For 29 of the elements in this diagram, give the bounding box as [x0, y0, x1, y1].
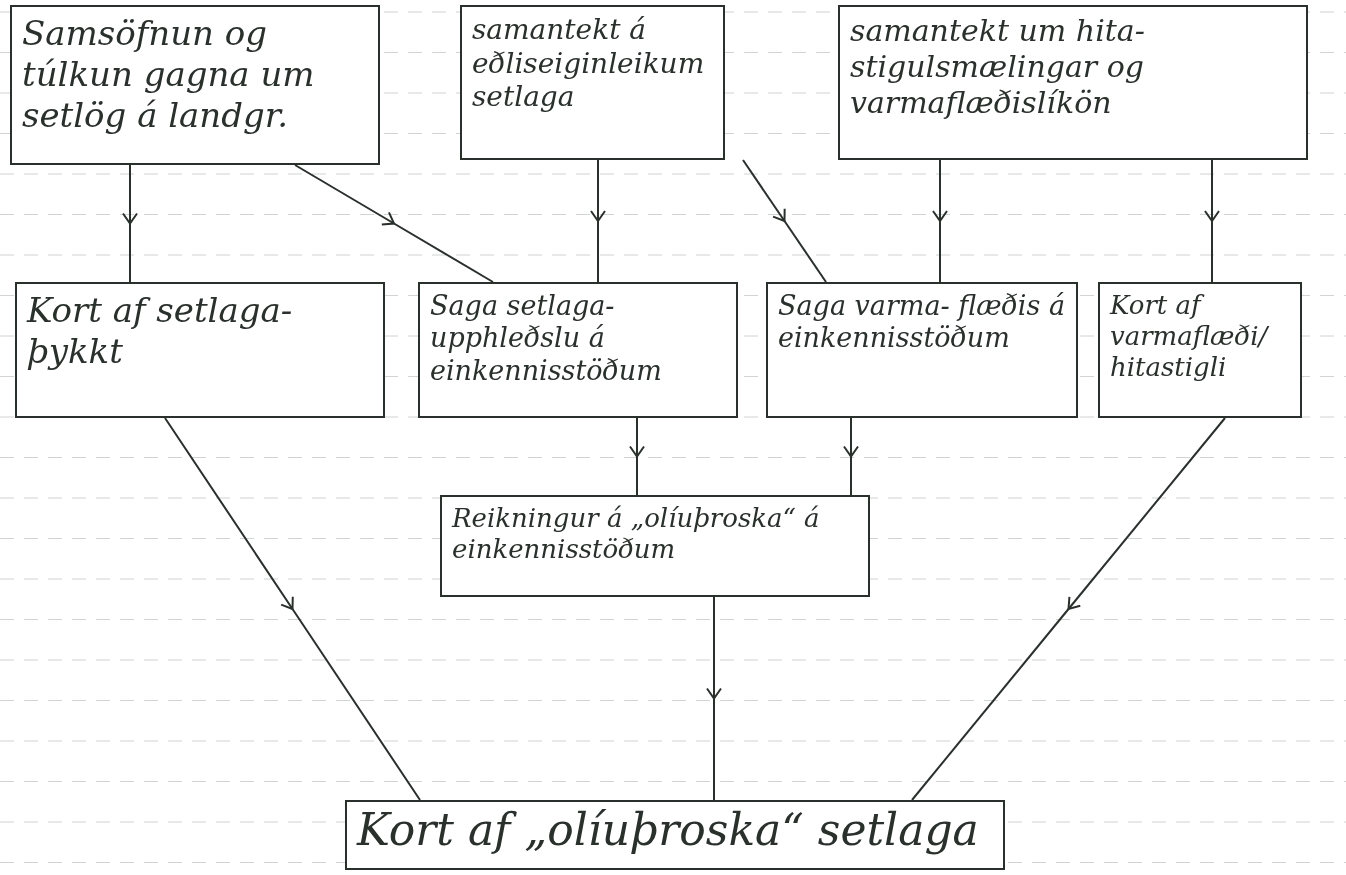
box-label: Saga setlaga- upphleðslu á einkennisstöðum	[430, 290, 663, 388]
process-box	[460, 5, 725, 160]
arrow	[706, 596, 722, 801]
arrow	[122, 164, 138, 283]
process-box	[766, 282, 1078, 418]
box-label: Samsöfnun og túlkun gagna um setlög á landgr.	[22, 13, 316, 136]
process-box	[440, 495, 870, 597]
process-box	[1098, 282, 1302, 418]
arrow	[629, 417, 645, 496]
box-label: Kort af „olíuþroska“ setlaga	[357, 804, 980, 857]
process-box	[10, 5, 380, 165]
arrow	[843, 417, 859, 496]
arrow	[932, 159, 948, 283]
arrow	[1204, 159, 1220, 283]
box-label: Kort af setlaga- þykkt	[27, 290, 294, 372]
arrow	[911, 417, 1226, 801]
arrow	[164, 417, 421, 801]
process-box	[418, 282, 738, 418]
arrow	[742, 159, 827, 283]
process-box	[838, 5, 1308, 160]
box-label: samantekt um hita- stigulsmælingar og varmaflæðislíkön	[850, 13, 1146, 121]
arrow	[590, 159, 606, 283]
box-label: Kort af varmaflæði/ hitastigli	[1110, 290, 1270, 384]
box-label: Saga varma- flæðis á einkennisstöðum	[778, 290, 1066, 355]
process-box	[15, 282, 385, 418]
box-label: samantekt á eðliseiginleikum setlaga	[472, 13, 706, 114]
box-label: Reikningur á „olíuþroska“ á einkennisstöðum	[452, 503, 821, 566]
process-box	[345, 800, 1005, 870]
arrow	[294, 164, 494, 283]
